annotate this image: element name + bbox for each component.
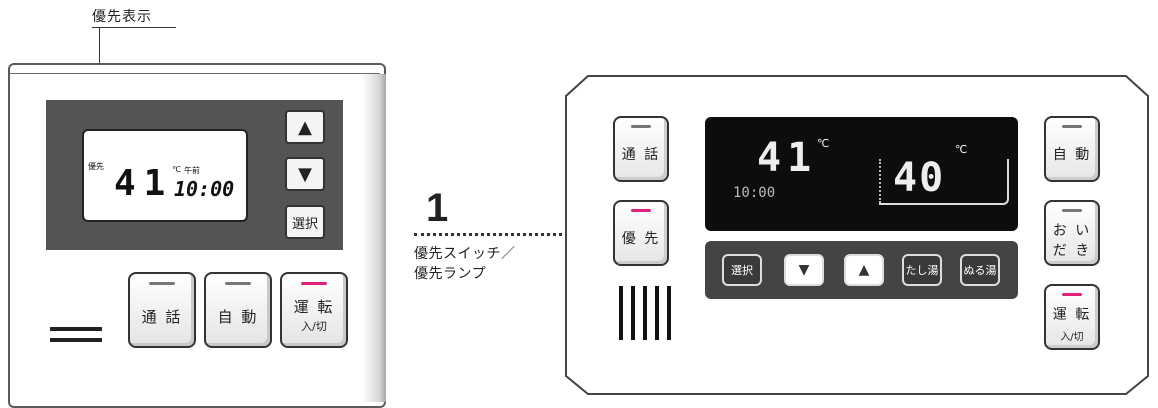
lukewarm-button[interactable]: ぬる湯	[960, 254, 1000, 286]
auto-lamp	[225, 282, 251, 285]
down-arrow-icon: ▼	[298, 163, 312, 185]
select-button[interactable]: 選択	[285, 205, 325, 239]
right-call-button[interactable]: 通 話	[613, 116, 669, 182]
add-water-label: たし湯	[905, 264, 939, 277]
down-button[interactable]: ▼	[285, 157, 325, 191]
right-power-lamp	[1062, 293, 1082, 296]
speaker-grille-2	[631, 286, 635, 340]
right-auto-button-label: 自 動	[1052, 147, 1092, 163]
reheat-button[interactable]: お い だ き	[1044, 200, 1100, 266]
up-arrow-icon: ▲	[298, 116, 312, 138]
lcd-time: 10:00	[174, 177, 235, 201]
right-power-button[interactable]: 運 転 入/切	[1044, 284, 1100, 350]
bathroom-display: 41 ℃ 10:00 40 ℃	[705, 117, 1018, 231]
speaker-grille-5	[667, 286, 671, 340]
display-bath-frame	[879, 159, 1009, 205]
speaker-grille-1	[619, 286, 623, 340]
right-call-button-label: 通 話	[621, 147, 661, 163]
select-button-label: 選択	[291, 216, 318, 232]
reheat-lamp	[1062, 209, 1082, 212]
reheat-label-line1: お い	[1052, 223, 1092, 239]
display-unit-left: ℃	[817, 137, 830, 150]
right-call-lamp	[631, 125, 651, 128]
callout-priority-switch-line2: 優先ランプ	[414, 266, 487, 282]
display-temp-left: 41	[757, 135, 818, 181]
speaker-slot-1	[50, 327, 102, 331]
speaker-grille-4	[655, 286, 659, 340]
kitchen-lcd: 優先 41 ℃ 午前 10:00	[82, 129, 248, 222]
right-select-button[interactable]: 選択	[722, 254, 762, 286]
up-arrow-icon: ▲	[858, 262, 870, 278]
right-power-button-label: 運 転	[1052, 307, 1092, 323]
speaker-grille-3	[643, 286, 647, 340]
callout-priority-switch-line1: 優先スイッチ／	[414, 246, 516, 262]
call-button[interactable]: 通 話	[128, 272, 196, 348]
right-auto-button[interactable]: 自 動	[1044, 116, 1100, 182]
lcd-unit: ℃	[172, 165, 181, 174]
auto-button[interactable]: 自 動	[204, 272, 272, 348]
speaker-slot-2	[50, 338, 102, 342]
callout-priority-display: 優先表示	[92, 9, 152, 25]
up-button[interactable]: ▲	[285, 110, 325, 144]
call-lamp	[149, 282, 175, 285]
priority-lamp	[631, 209, 651, 212]
display-level-gauge	[879, 159, 887, 203]
priority-button[interactable]: 優 先	[613, 200, 669, 266]
power-button-label: 運 転	[293, 298, 335, 316]
lcd-temperature: 41	[114, 163, 174, 204]
right-auto-lamp	[1062, 125, 1082, 128]
call-button-label: 通 話	[141, 308, 183, 326]
right-select-label: 選択	[731, 264, 753, 277]
lcd-ampm: 午前	[184, 166, 200, 175]
kitchen-remote-side-shade	[362, 74, 386, 402]
right-up-button[interactable]: ▲	[844, 254, 884, 286]
power-button-sub: 入/切	[301, 320, 327, 333]
auto-button-label: 自 動	[217, 308, 259, 326]
callout-priority-switch: 優先スイッチ／ 優先ランプ	[414, 244, 516, 284]
lcd-priority-indicator: 優先	[88, 162, 104, 171]
display-temp-right: 40	[893, 155, 946, 201]
add-water-button[interactable]: たし湯	[902, 254, 942, 286]
callout-number: 1	[426, 186, 449, 230]
power-button[interactable]: 運 転 入/切	[280, 272, 348, 348]
down-arrow-icon: ▼	[798, 262, 810, 278]
power-lamp	[301, 282, 327, 285]
lukewarm-label: ぬる湯	[963, 264, 997, 277]
priority-button-label: 優 先	[621, 231, 661, 247]
reheat-label-line2: だ き	[1052, 243, 1092, 259]
display-time: 10:00	[733, 185, 776, 201]
right-down-button[interactable]: ▼	[784, 254, 824, 286]
display-unit-right: ℃	[955, 143, 968, 156]
callout-underline	[92, 27, 176, 28]
kitchen-remote-top-edge	[8, 73, 380, 74]
callout-dotted-leader	[414, 233, 616, 236]
right-power-button-sub: 入/切	[1060, 332, 1084, 343]
